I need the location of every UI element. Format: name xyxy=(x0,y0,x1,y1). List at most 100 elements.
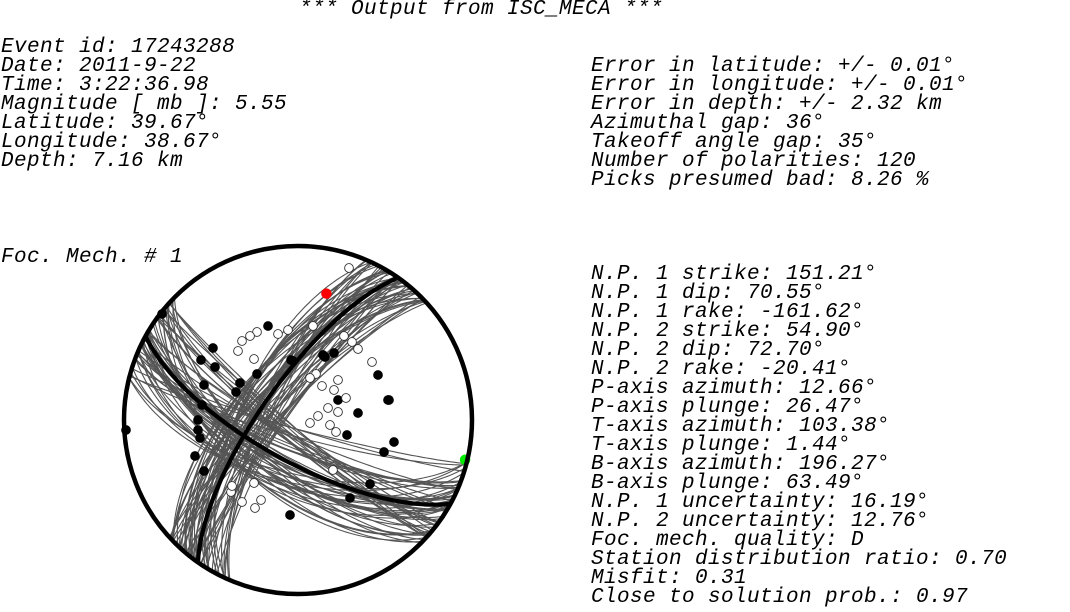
focal-mechanism-label: Foc. Mech. # 1 xyxy=(1,246,184,269)
dilatation-polarity xyxy=(237,336,247,346)
quality-line: Foc. mech. quality: D xyxy=(591,529,865,552)
acceptable-plane-line xyxy=(171,299,425,541)
acceptable-plane-line xyxy=(138,349,458,491)
dilatation-polarity xyxy=(347,337,357,347)
acceptable-plane-line xyxy=(191,281,405,559)
np1-dip-line: N.P. 1 dip: 70.55° xyxy=(591,282,826,305)
compression-polarity xyxy=(389,437,399,447)
compression-polarity xyxy=(373,370,383,380)
acceptable-plane-line xyxy=(214,261,372,578)
date-line: Date: 2011-9-22 xyxy=(1,55,197,78)
compression-polarity xyxy=(199,380,209,390)
magnitude-line: Magnitude [ mb ]: 5.55 xyxy=(1,93,288,116)
dilatation-polarity xyxy=(328,465,338,475)
t-plunge-line: T-axis plunge: 1.44° xyxy=(591,434,852,457)
dilatation-polarity xyxy=(273,329,283,339)
mechanism-params: N.P. 1 strike: 151.21° N.P. 1 dip: 70.55… xyxy=(591,263,1008,609)
dilatation-polarity xyxy=(227,481,237,491)
compression-polarity xyxy=(263,321,273,331)
acceptable-plane-line xyxy=(169,301,426,539)
compression-polarity xyxy=(333,395,343,405)
compression-polarity xyxy=(318,350,328,360)
acceptable-plane-line xyxy=(141,343,455,500)
time-line: Time: 3:22:36.98 xyxy=(1,74,210,97)
dilatation-polarity xyxy=(308,321,318,331)
dilatation-polarity xyxy=(305,373,315,383)
np2-strike-line: N.P. 2 strike: 54.90° xyxy=(591,320,865,343)
dilatation-polarity xyxy=(249,354,259,364)
dilatation-polarity xyxy=(256,495,266,505)
error-latitude-line: Error in latitude: +/- 0.01° xyxy=(591,55,956,78)
depth-line: Depth: 7.16 km xyxy=(1,150,184,173)
compression-polarity xyxy=(285,510,295,520)
dilatation-polarity xyxy=(245,331,255,341)
nodal-plane-1-line xyxy=(143,335,451,507)
np1-strike-line: N.P. 1 strike: 151.21° xyxy=(591,263,878,286)
dilatation-polarity xyxy=(313,411,323,421)
dilatation-polarity xyxy=(333,375,343,385)
acceptable-plane-line xyxy=(160,312,436,528)
dilatation-polarity xyxy=(237,497,247,507)
station-ratio-line: Station distribution ratio: 0.70 xyxy=(591,548,1008,571)
compression-polarity xyxy=(379,447,389,457)
acceptable-plane-line xyxy=(188,282,405,558)
dilatation-polarity xyxy=(367,357,377,367)
dilatation-polarity xyxy=(339,331,349,341)
acceptable-plane-line xyxy=(169,302,427,538)
acceptable-plane-line xyxy=(130,371,466,490)
acceptable-plane-line xyxy=(223,261,373,578)
nodal-planes xyxy=(128,259,468,581)
acceptable-plane-line xyxy=(185,286,411,554)
compression-polarity xyxy=(329,348,339,358)
compression-polarity xyxy=(197,400,207,410)
dilatation-polarity xyxy=(323,403,333,413)
dilatation-polarity xyxy=(250,503,260,513)
solution-prob-line: Close to solution prob.: 0.97 xyxy=(591,586,969,609)
dilatation-polarity xyxy=(333,407,343,417)
beachball-diagram xyxy=(121,243,475,597)
np1-uncertainty-line: N.P. 1 uncertainty: 16.19° xyxy=(591,491,930,514)
acceptable-plane-line xyxy=(195,278,401,562)
compression-polarity xyxy=(231,387,241,397)
acceptable-plane-line xyxy=(172,297,423,542)
np2-uncertainty-line: N.P. 2 uncertainty: 12.76° xyxy=(591,510,930,533)
np2-rake-line: N.P. 2 rake: -20.41° xyxy=(591,358,852,381)
compression-polarity xyxy=(353,408,363,418)
acceptable-plane-line xyxy=(206,271,390,569)
acceptable-plane-line xyxy=(147,331,449,519)
page-title: *** Output from ISC_MECA *** xyxy=(299,0,664,21)
compression-polarity xyxy=(365,479,375,489)
acceptable-plane-line xyxy=(166,305,430,535)
compression-polarity xyxy=(345,493,355,503)
p-axis-marker xyxy=(321,288,332,299)
dilatation-polarity xyxy=(344,263,354,273)
acceptable-plane-line xyxy=(137,351,459,505)
p-azimuth-line: P-axis azimuth: 12.66° xyxy=(591,377,878,400)
dilatation-polarity xyxy=(305,418,315,428)
latitude-line: Latitude: 39.67° xyxy=(1,112,210,135)
bad-picks-line: Picks presumed bad: 8.26 % xyxy=(591,169,930,192)
acceptable-plane-line xyxy=(128,377,468,492)
dilatation-polarity xyxy=(353,344,363,354)
dilatation-polarity xyxy=(341,393,351,403)
acceptable-plane-line xyxy=(131,366,465,498)
compression-polarity xyxy=(193,425,203,435)
acceptable-plane-line xyxy=(143,339,453,502)
compression-polarity xyxy=(383,395,393,405)
compression-polarity xyxy=(288,356,298,366)
acceptable-plane-line xyxy=(141,343,455,501)
compression-polarity xyxy=(210,362,220,372)
dilatation-polarity xyxy=(317,381,327,391)
dilatation-polarity xyxy=(331,427,341,437)
acceptable-plane-line xyxy=(136,354,460,487)
misfit-line: Misfit: 0.31 xyxy=(591,567,748,590)
nodal-plane-2-line xyxy=(195,275,399,563)
compression-polarity xyxy=(342,430,352,440)
acceptable-plane-line xyxy=(168,303,428,538)
compression-polarity xyxy=(252,369,262,379)
compression-polarity xyxy=(195,433,205,443)
error-depth-line: Error in depth: +/- 2.32 km xyxy=(591,93,943,116)
acceptable-plane-line xyxy=(162,309,433,536)
p-plunge-line: P-axis plunge: 26.47° xyxy=(591,396,865,419)
dilatation-polarity xyxy=(329,385,339,395)
